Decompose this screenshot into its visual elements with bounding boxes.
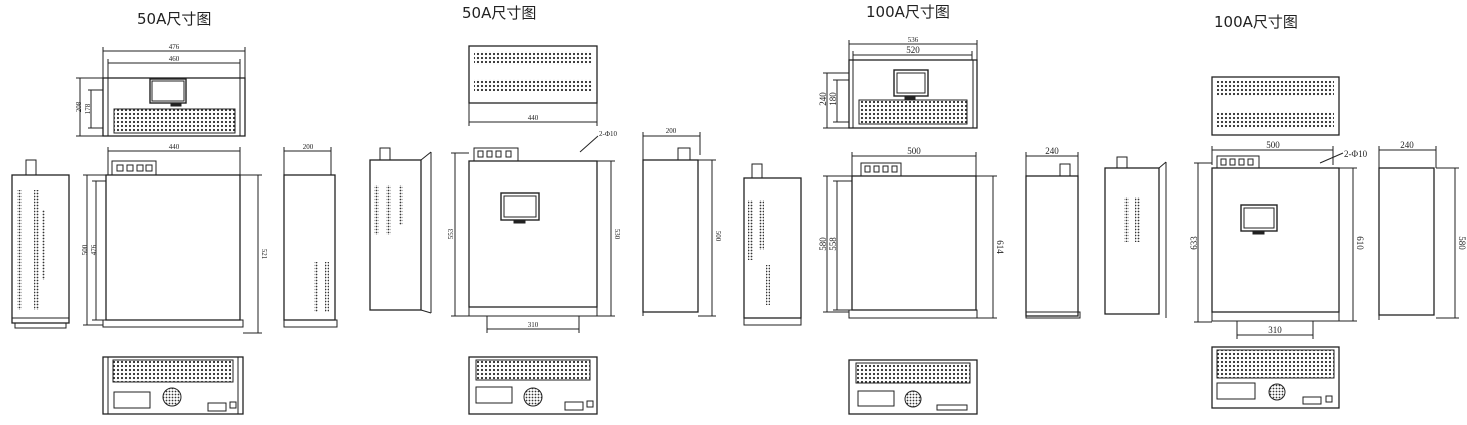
- group-50a-b: [369, 45, 716, 415]
- dim-label: 521: [260, 249, 268, 260]
- dim-label: 208: [75, 101, 83, 112]
- side-view-right: [642, 159, 699, 313]
- dim-label: 440: [528, 114, 539, 122]
- fan-icon: [162, 387, 182, 407]
- vent-grill: [858, 99, 968, 125]
- side-view-left: [369, 159, 422, 311]
- dim-label: 178: [84, 103, 92, 114]
- rear-view: [468, 356, 598, 415]
- dim-label: 240: [1045, 146, 1059, 156]
- dim-label: 500: [81, 244, 89, 255]
- display-screen: [1240, 204, 1278, 232]
- main-view: [851, 175, 977, 311]
- dim-label: 476: [169, 43, 180, 51]
- display-screen: [893, 69, 929, 97]
- dim-label: 610: [1355, 236, 1365, 250]
- main-view: [1211, 167, 1340, 313]
- fan-icon: [904, 390, 922, 408]
- dim-label: 476: [90, 244, 98, 255]
- vent-grill: [113, 108, 236, 134]
- dim-label: 558: [828, 237, 838, 251]
- dim-label: 580: [818, 237, 828, 251]
- dim-label: 460: [169, 55, 180, 63]
- dim-label: 530: [613, 229, 621, 240]
- dim-label: 520: [906, 45, 920, 55]
- rear-view: [848, 359, 978, 415]
- main-view: [468, 160, 598, 308]
- dim-label: 553: [447, 228, 455, 239]
- side-view-right: [1025, 175, 1079, 317]
- title-100a-right: 100A尺寸图: [1214, 13, 1298, 31]
- title-50a-left: 50A尺寸图: [137, 10, 212, 28]
- side-view-right: [1378, 167, 1435, 316]
- dim-label: 440: [169, 143, 180, 151]
- title-100a-left: 100A尺寸图: [866, 3, 950, 21]
- group-100a-b: [1194, 76, 1459, 409]
- side-view-rack: [1104, 167, 1160, 315]
- fan-icon: [523, 387, 543, 407]
- group-50a-a: [11, 47, 338, 415]
- dim-label: 310: [1268, 325, 1282, 335]
- dim-label: 180: [828, 92, 838, 106]
- display-screen: [149, 78, 187, 104]
- main-view: [105, 174, 241, 321]
- dim-label: 240: [818, 92, 828, 106]
- group-100a-a: [743, 40, 1167, 415]
- dim-label: 2-Φ10: [599, 130, 617, 138]
- dim-label: 500: [1266, 140, 1280, 150]
- top-view: [468, 45, 598, 104]
- dim-label: 536: [908, 36, 919, 44]
- dim-label: 500: [714, 231, 722, 242]
- dim-label: 2-Φ10: [1344, 149, 1368, 159]
- dim-label: 310: [528, 321, 539, 329]
- title-50a-right: 50A尺寸图: [462, 4, 537, 22]
- dim-label: 633: [1189, 236, 1199, 250]
- dim-label: 200: [303, 143, 314, 151]
- fan-icon: [1268, 383, 1286, 401]
- display-screen: [500, 192, 540, 221]
- dim-label: 580: [1457, 236, 1467, 250]
- dim-label: 240: [1400, 140, 1414, 150]
- dim-label: 614: [995, 240, 1005, 254]
- rear-view: [1211, 346, 1340, 409]
- dim-label: 200: [666, 127, 677, 135]
- top-view: [1211, 76, 1340, 136]
- dim-label: 500: [907, 146, 921, 156]
- dimension-labels: 476 460 208 178 440 500 476 521 200 440 …: [75, 36, 1467, 335]
